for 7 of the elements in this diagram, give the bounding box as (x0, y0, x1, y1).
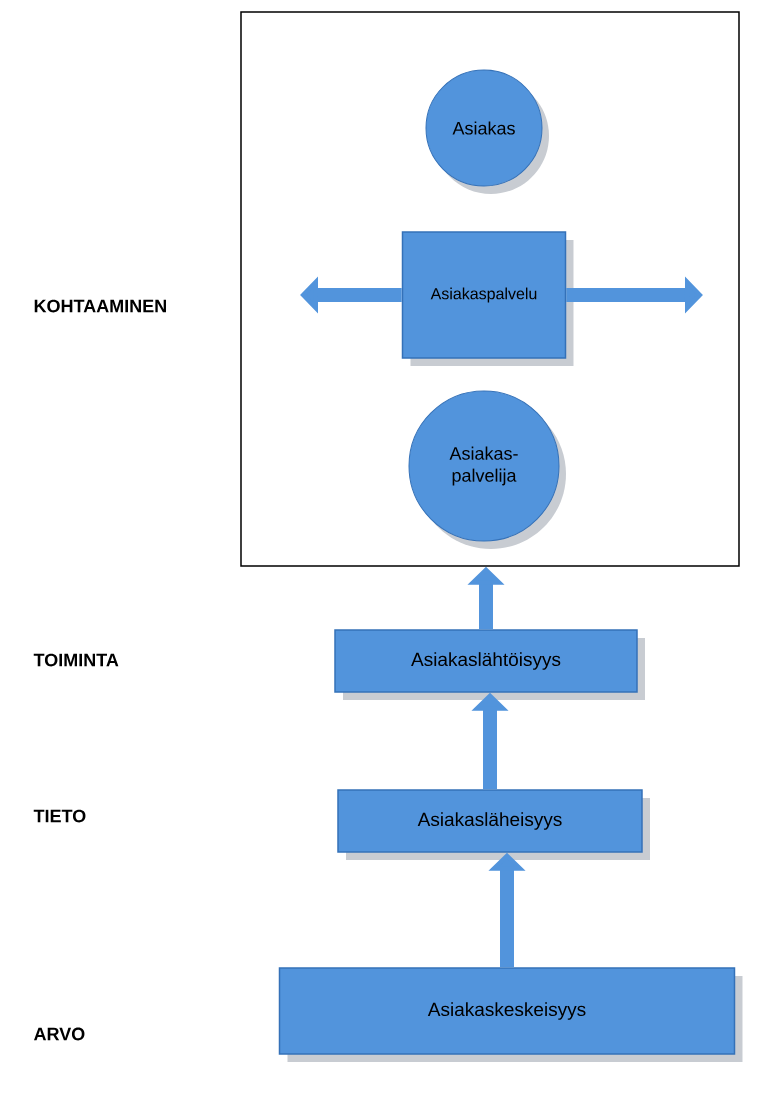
level-label: ARVO (34, 1027, 85, 1041)
block-box: Asiakaskeskeisyys (278, 967, 736, 1055)
level-label: TOIMINTA (33, 653, 119, 667)
level-label: TIETO (33, 809, 86, 823)
level-label: KOHTAAMINEN (34, 299, 166, 313)
block-box: Asiakaspalvelu (401, 231, 567, 359)
frame-box (240, 11, 740, 567)
